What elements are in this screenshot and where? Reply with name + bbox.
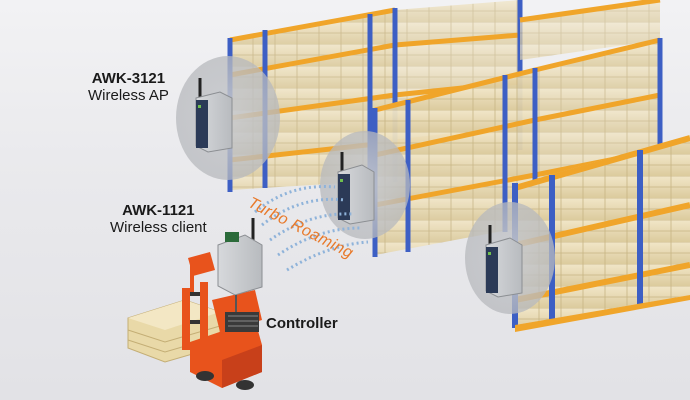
access-point-device-1	[195, 78, 233, 153]
access-point-label: AWK-3121 Wireless AP	[88, 70, 169, 104]
forklift-agv	[127, 218, 263, 390]
controller-label: Controller	[266, 315, 338, 332]
client-model: AWK-1121	[122, 202, 195, 219]
access-point-device-2	[337, 152, 375, 225]
access-point-device-3	[485, 225, 523, 298]
access-point-role: Wireless AP	[88, 86, 169, 104]
access-point-model: AWK-3121	[91, 70, 166, 87]
client-label: AWK-1121 Wireless client	[110, 202, 207, 236]
signal-waves	[254, 185, 369, 272]
client-role: Wireless client	[110, 218, 207, 236]
